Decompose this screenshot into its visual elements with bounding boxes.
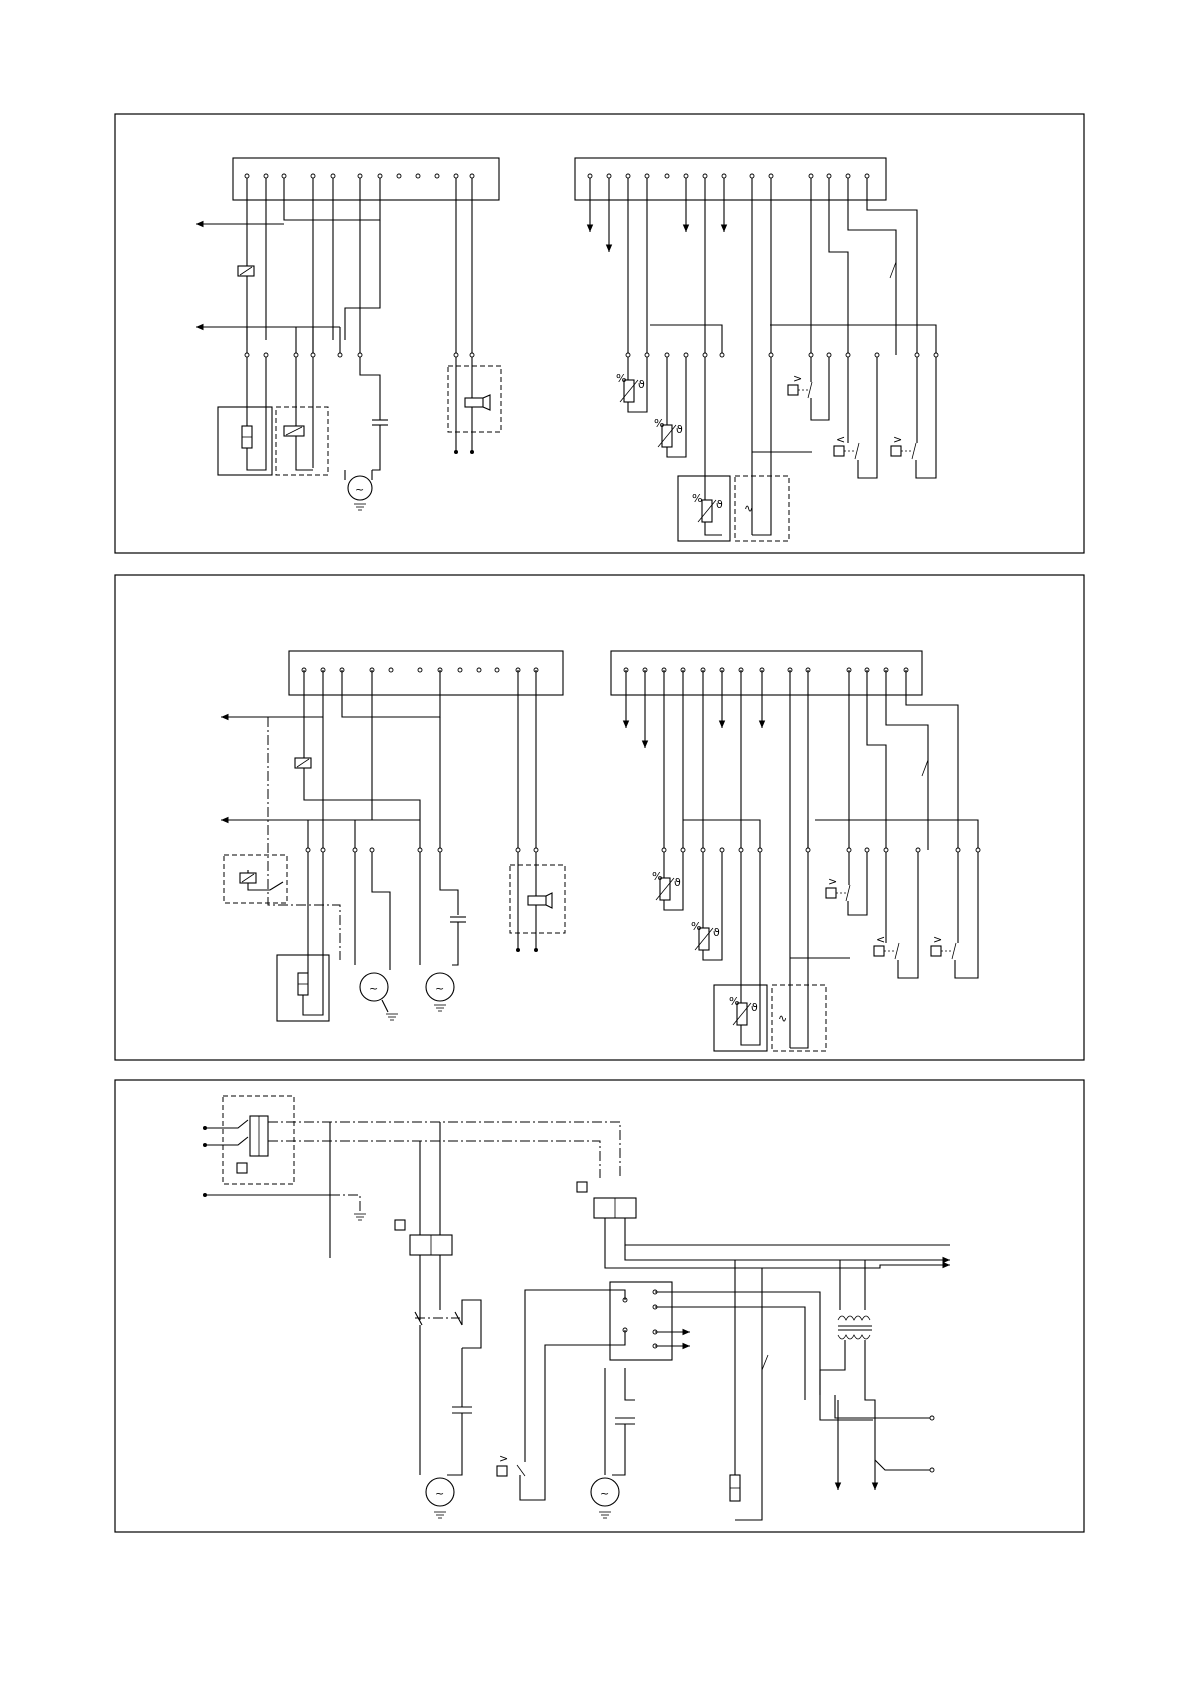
output-terminal-2 <box>930 1468 934 1472</box>
motor-3-symbol: ~ <box>435 982 444 995</box>
contactor-2-coil <box>577 1182 587 1192</box>
humidity-sensor-4: % ϑ <box>652 870 681 900</box>
svg-text:%: % <box>654 417 664 430</box>
humidity-sensor-1: % ϑ <box>616 372 645 402</box>
svg-text:%: % <box>616 372 626 385</box>
sensor-3-percent: % <box>692 492 702 505</box>
pressure-switch-6: > <box>931 933 956 959</box>
wiring-right-2 <box>626 670 978 1048</box>
valve-coil-2 <box>528 896 546 905</box>
svg-text:ϑ: ϑ <box>676 423 683 436</box>
transformer-secondary <box>838 1335 870 1339</box>
terminal-row-right-mid-2 <box>662 848 980 852</box>
svg-text:>: > <box>793 372 802 385</box>
thermostat-symbol: ∿ <box>744 502 753 515</box>
sensor-6-percent: % <box>729 995 739 1008</box>
wiring-right-1 <box>590 178 936 535</box>
svg-text:ϑ: ϑ <box>713 926 720 939</box>
motor-1-symbol: ~ <box>355 483 364 496</box>
pressure-switch-7 <box>497 1466 507 1476</box>
motor-4-symbol: ~ <box>435 1487 444 1500</box>
svg-text:ϑ: ϑ <box>638 378 645 391</box>
terminal-block-left-2 <box>289 651 563 695</box>
terminal-block-right <box>575 158 886 200</box>
motor-2-symbol: ~ <box>369 982 378 995</box>
pressure-switch-2: < <box>834 433 859 459</box>
svg-text:ϑ: ϑ <box>674 876 681 889</box>
terminal-row-left-mid <box>245 353 474 357</box>
svg-text:<: < <box>836 433 845 446</box>
panel-1: ~ <box>115 114 1084 553</box>
valve-coil <box>465 398 483 407</box>
svg-text:<: < <box>876 933 885 946</box>
terminal-row-right-mid <box>626 353 938 357</box>
sensor-6-theta: ϑ <box>751 1001 758 1014</box>
relay-enclosure <box>276 407 328 475</box>
panel-2: ~ ~ <box>115 575 1084 1060</box>
terminal-row-left-mid-2 <box>306 848 538 852</box>
contactor-1-coil <box>395 1220 405 1230</box>
breaker-trip-unit <box>237 1163 247 1173</box>
motor-5-symbol: ~ <box>600 1487 609 1500</box>
pressure-switch-1: > <box>788 372 812 398</box>
wiring-left-1 <box>196 178 472 468</box>
svg-text:%: % <box>652 870 662 883</box>
panel-2-frame <box>115 575 1084 1060</box>
sensor-3-theta: ϑ <box>716 498 723 511</box>
pressure-switch-3: > <box>891 433 916 459</box>
transformer-primary <box>838 1316 870 1320</box>
pressure-switch-4: > <box>826 875 850 901</box>
humidity-sensor-2: % ϑ <box>654 417 683 447</box>
terminal-block-right-2 <box>611 651 922 695</box>
controller-module <box>610 1282 672 1360</box>
pressure-switch-7-symbol: > <box>499 1452 508 1465</box>
svg-text:>: > <box>893 433 902 446</box>
svg-text:>: > <box>933 933 942 946</box>
svg-text:>: > <box>828 875 837 888</box>
wiring-left-2 <box>221 670 536 960</box>
svg-text:%: % <box>691 920 701 933</box>
humidity-sensor-5: % ϑ <box>691 920 720 950</box>
output-terminal-1 <box>930 1416 934 1420</box>
thermostat-symbol-2: ∿ <box>778 1012 787 1025</box>
terminal-block-left <box>233 158 499 200</box>
panel-3: ~ ~ > <box>115 1080 1084 1532</box>
